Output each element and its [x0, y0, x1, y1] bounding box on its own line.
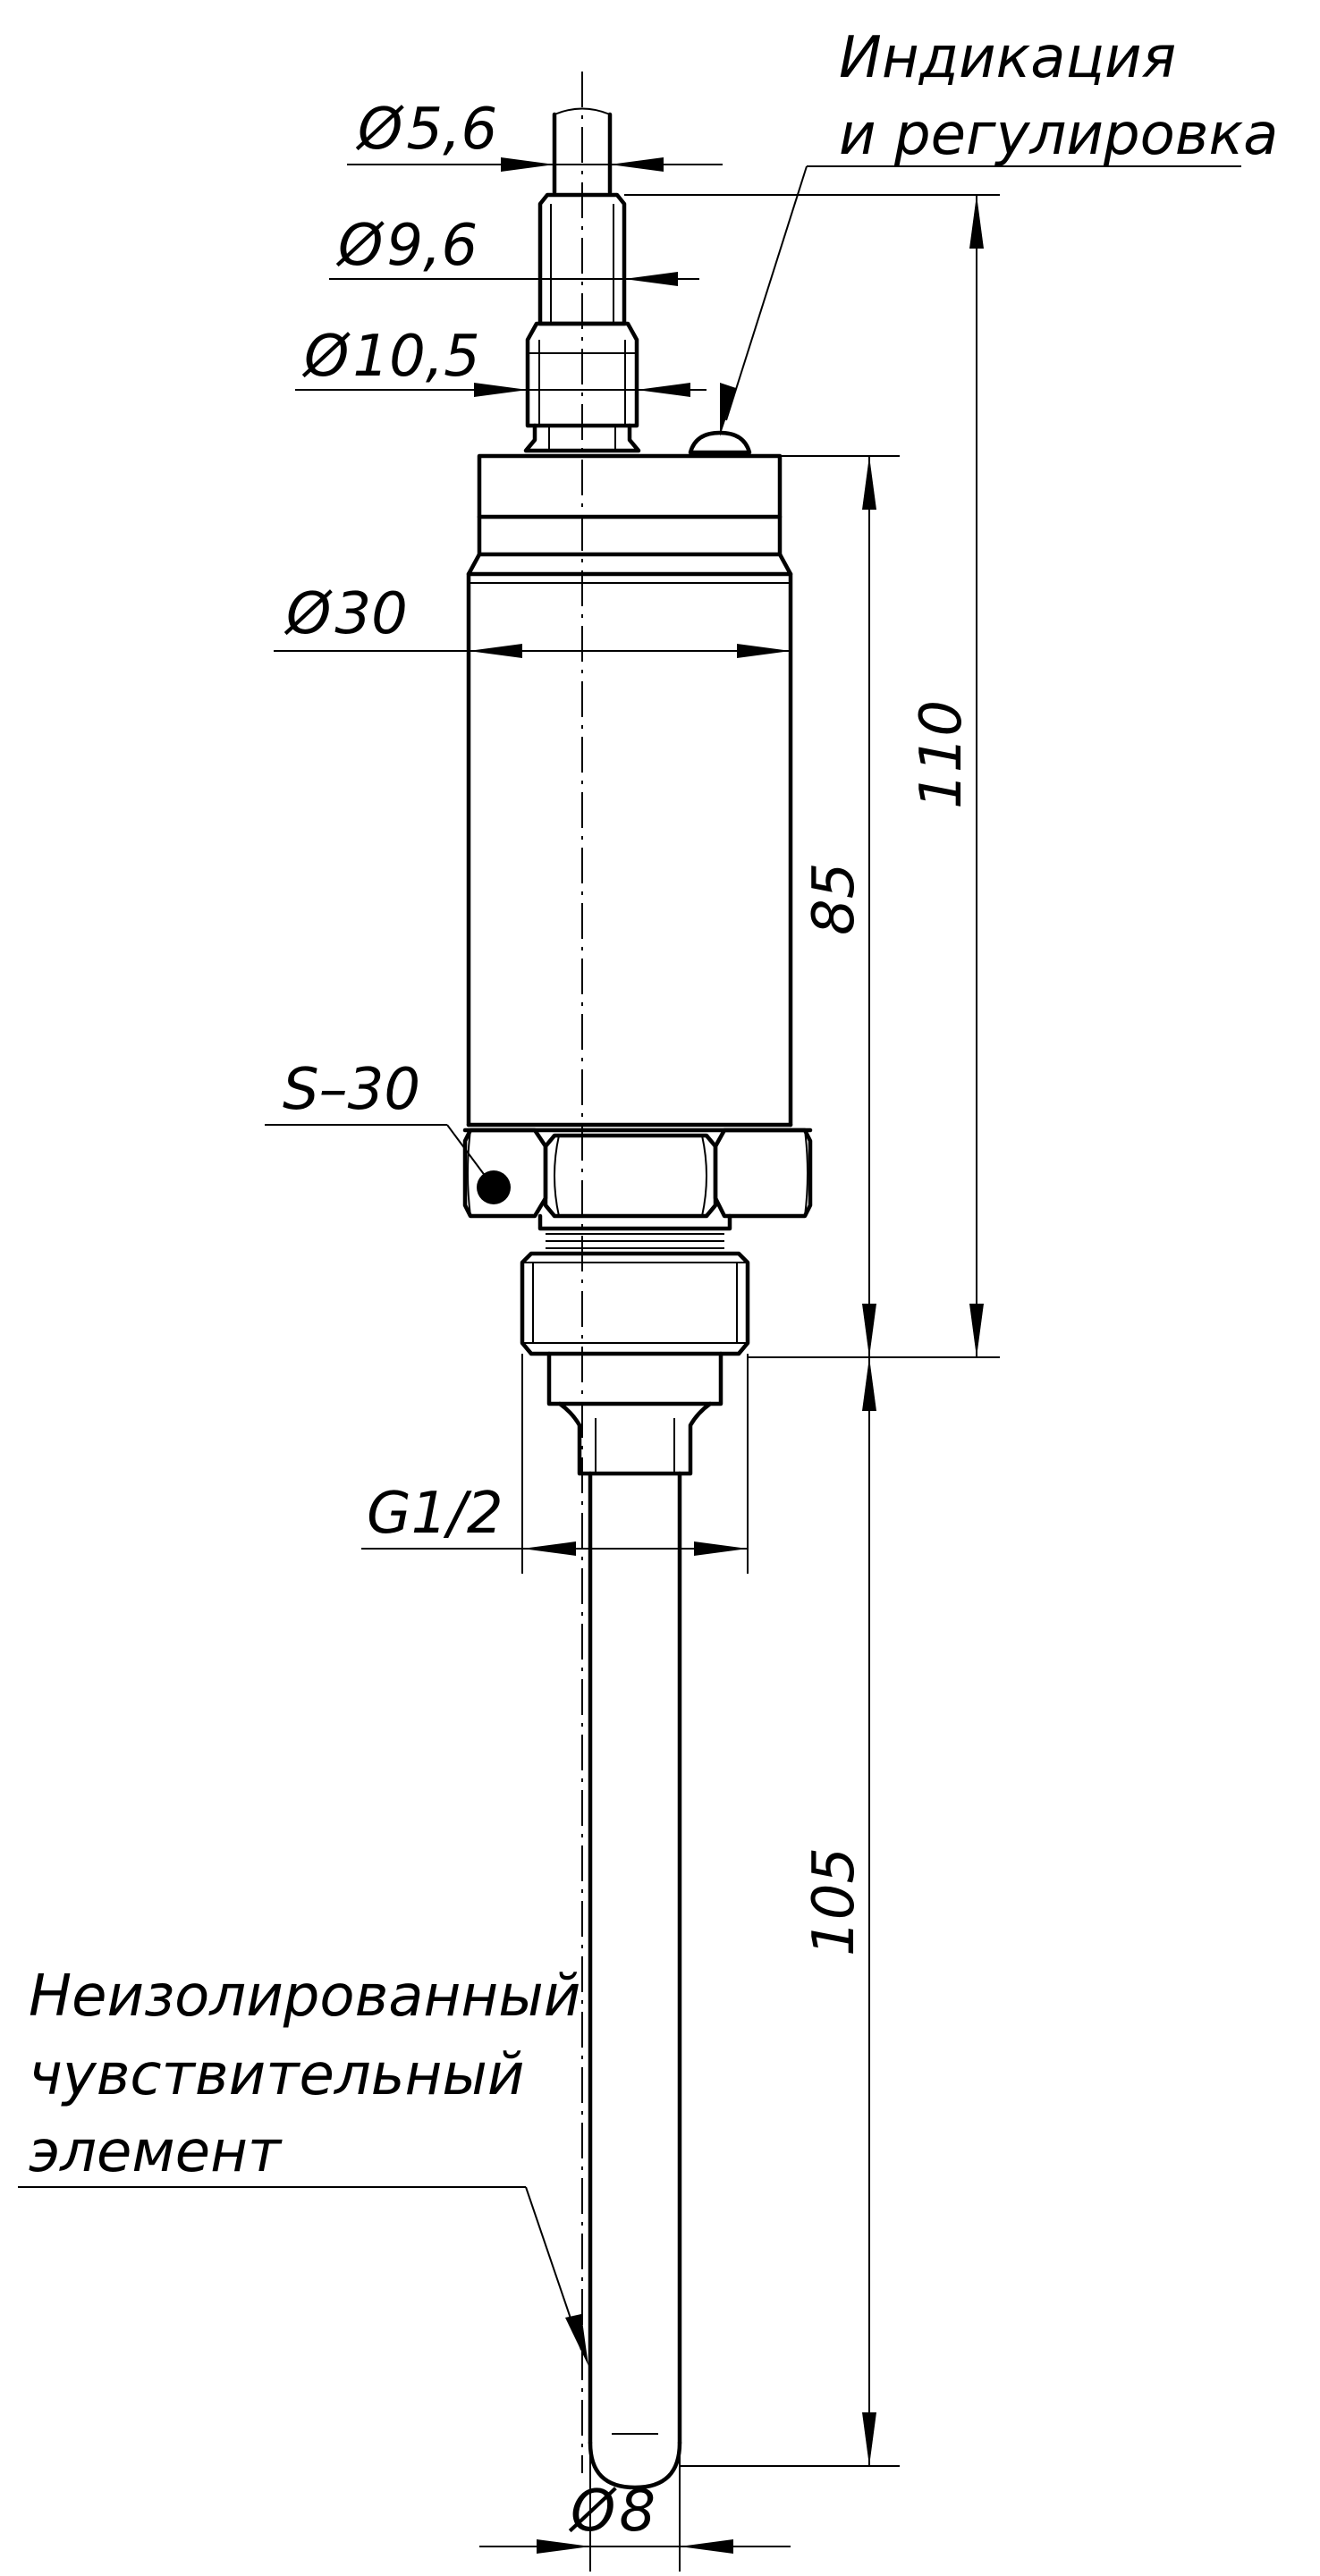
- svg-text:Неизолированный: Неизолированный: [29, 1964, 580, 2030]
- svg-text:и регулировка: и регулировка: [839, 102, 1278, 168]
- svg-text:S–30: S–30: [283, 1057, 420, 1123]
- svg-text:Ø30: Ø30: [283, 581, 408, 647]
- dim-body-diameter: Ø30: [274, 581, 791, 658]
- dim-gland-diameter: Ø9,6: [329, 213, 699, 286]
- cable-gland-assembly: [523, 107, 641, 453]
- probe-tube: [588, 1471, 682, 2490]
- svg-text:Ø5,6: Ø5,6: [355, 97, 497, 163]
- leader-wrench-size: S–30: [265, 1057, 495, 1188]
- svg-text:Индикация: Индикация: [839, 25, 1176, 91]
- housing-body: [466, 453, 793, 1128]
- leader-sensor-element: Неизолированный чувствительный элемент: [18, 1964, 588, 2366]
- dim-probe-diameter: Ø8: [479, 2450, 791, 2572]
- leader-indication: Индикация и регулировка: [720, 25, 1278, 436]
- svg-text:85: 85: [801, 863, 867, 935]
- svg-text:Ø8: Ø8: [568, 2479, 656, 2545]
- svg-text:чувствительный: чувствительный: [29, 2042, 524, 2108]
- svg-text:Ø9,6: Ø9,6: [335, 213, 478, 279]
- dim-cable-diameter: Ø5,6: [347, 97, 723, 172]
- svg-text:элемент: элемент: [29, 2119, 283, 2185]
- hex-nut: [462, 1128, 813, 1219]
- dim-probe-length: 105: [680, 1357, 900, 2467]
- dim-thread: G1/2: [361, 1354, 749, 1574]
- dim-body-length: 85: [780, 455, 900, 1357]
- svg-text:G1/2: G1/2: [367, 1481, 503, 1547]
- svg-text:Ø10,5: Ø10,5: [301, 324, 480, 390]
- thread-section: [520, 1213, 750, 1476]
- svg-text:110: 110: [909, 700, 975, 809]
- svg-text:105: 105: [801, 1847, 867, 1956]
- dim-fitting-diameter: Ø10,5: [295, 324, 707, 397]
- dim-total-length: 110: [624, 194, 1000, 1358]
